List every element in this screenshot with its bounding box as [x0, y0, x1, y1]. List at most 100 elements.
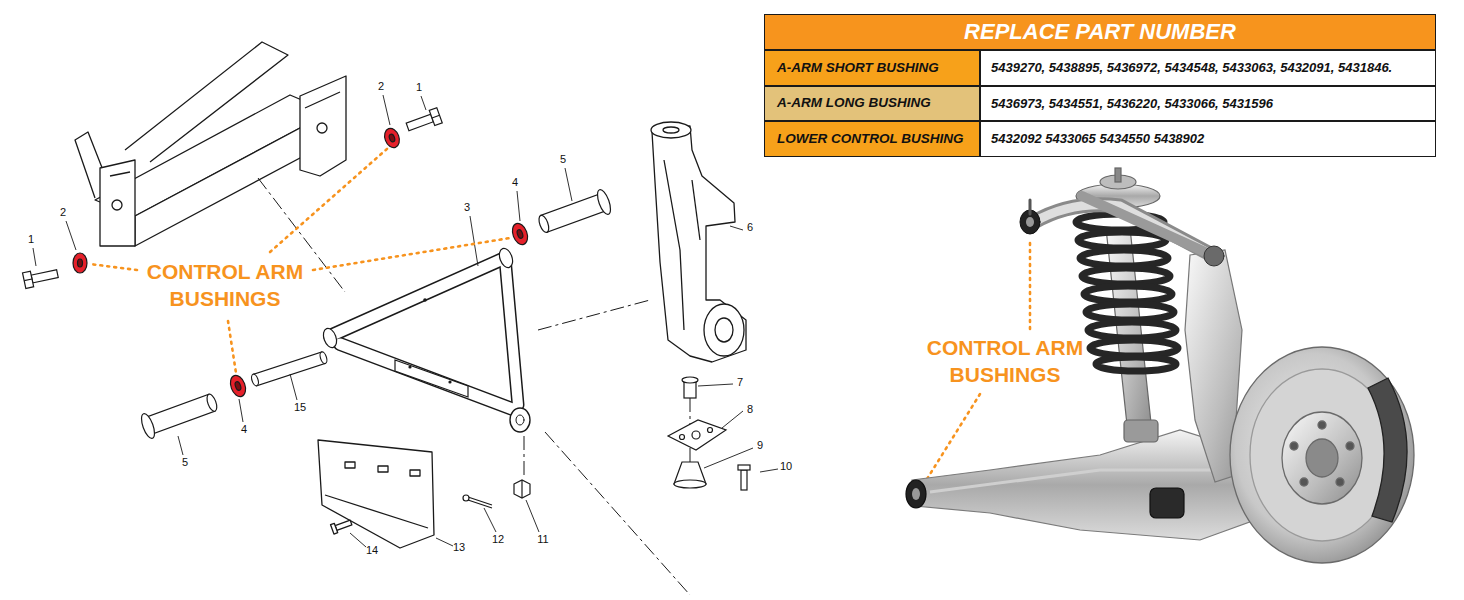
dash-dot-centerline — [258, 178, 690, 595]
callout-number: 12 — [486, 533, 510, 546]
a-arm — [340, 344, 515, 410]
cell-text: 5436973, 5434551, 5436220, 5433066, 5431… — [991, 96, 1273, 112]
callout-leader — [698, 384, 733, 386]
table-row-head: A-ARM LONG BUSHING — [764, 86, 980, 121]
frame-crossmember — [75, 42, 346, 246]
splash-shield — [378, 466, 388, 472]
orange-leader — [313, 238, 510, 270]
brake-rotor — [1300, 478, 1308, 486]
bushing — [510, 221, 531, 246]
strut — [1115, 168, 1121, 182]
bolt — [429, 108, 442, 126]
table-header: REPLACE PART NUMBER — [764, 14, 1436, 50]
splash-shield — [331, 518, 353, 534]
splash-shield — [335, 520, 352, 530]
washer — [382, 126, 402, 150]
a-arm — [423, 298, 427, 302]
orange-leader — [1029, 240, 1032, 329]
a-arm — [497, 247, 515, 270]
callout-leader — [33, 95, 778, 547]
callout-number: 5 — [173, 456, 197, 469]
ball-joint-parts — [468, 497, 492, 508]
callout-number: 7 — [728, 376, 752, 389]
callout-leader — [436, 538, 453, 546]
steering-knuckle — [664, 160, 684, 330]
lower-control-arm — [1150, 488, 1184, 518]
steering-knuckle — [651, 122, 746, 362]
ball-joint-parts — [521, 480, 522, 498]
callout-number: 13 — [447, 541, 471, 554]
frame-crossmember — [100, 160, 135, 246]
bolt — [31, 270, 58, 283]
frame-crossmember — [112, 200, 122, 210]
callout-leader — [565, 168, 572, 201]
callout-number: 2 — [51, 206, 75, 219]
frame-crossmember — [110, 172, 130, 176]
a-arm — [408, 365, 411, 368]
callout-leader — [760, 469, 778, 472]
brake-rotor — [1318, 421, 1326, 429]
orange-leader — [228, 321, 236, 373]
lower-control-arm — [906, 480, 926, 508]
brake-rotor — [1336, 478, 1344, 486]
orange-leader — [90, 264, 137, 270]
callout-leader — [178, 436, 183, 455]
ball-joint-parts — [708, 428, 713, 433]
splash-shield — [331, 523, 338, 534]
callout-number: 1 — [19, 233, 43, 246]
frame-crossmember — [317, 123, 327, 133]
callout-number: 1 — [407, 81, 431, 94]
a-arm — [516, 415, 524, 425]
sleeve — [253, 352, 325, 386]
upper-control-arm — [1204, 246, 1224, 266]
bolt — [23, 271, 34, 288]
callout-leader — [383, 95, 390, 125]
table-row-head: LOWER CONTROL BUSHING — [764, 121, 980, 157]
callout-leader — [421, 96, 426, 110]
ball-joint-parts — [741, 470, 747, 490]
callout-leader — [517, 191, 520, 221]
callout-number: 5 — [551, 153, 575, 166]
sleeve — [139, 412, 157, 440]
callout-label: CONTROL ARM BUSHINGS — [920, 334, 1090, 389]
callout-number: 15 — [288, 401, 312, 414]
cell-text: 5432092 5433065 5434550 5438902 — [991, 131, 1204, 147]
callout-leader — [722, 411, 743, 428]
table-row-head: A-ARM SHORT BUSHING — [764, 50, 980, 86]
washer — [78, 259, 83, 267]
lower-control-arm — [930, 470, 1230, 492]
ball-joint-parts — [738, 465, 750, 490]
upper-control-arm — [1026, 217, 1034, 227]
table-cell: 5432092 5433065 5434550 5438902 — [980, 121, 1436, 157]
sleeve — [139, 389, 220, 440]
steering-knuckle — [704, 304, 744, 356]
steering-knuckle — [651, 122, 691, 138]
cell-text: REPLACE PART NUMBER — [964, 19, 1236, 45]
steering-knuckle — [663, 127, 679, 133]
callout-number: 11 — [531, 533, 555, 546]
coil-spring — [1086, 304, 1174, 320]
upper-control-arm — [1082, 196, 1214, 256]
splash-shield — [318, 440, 434, 548]
callout-label: CONTROL ARM BUSHINGS — [140, 258, 310, 313]
ball-joint-parts — [738, 465, 750, 470]
steering-knuckle — [692, 180, 700, 240]
steering-knuckle — [652, 126, 746, 362]
bolt — [24, 279, 32, 281]
bushing — [228, 373, 249, 398]
bolt — [23, 266, 60, 289]
ball-joint-parts — [463, 495, 469, 501]
a-arm — [510, 408, 530, 432]
callout-number: 4 — [503, 176, 527, 189]
a-arm — [505, 258, 518, 405]
bolt — [406, 114, 433, 130]
callout-number: 2 — [369, 80, 393, 93]
sleeve — [145, 394, 215, 434]
bolt — [432, 115, 440, 118]
brake-rotor — [1368, 378, 1407, 522]
callout-number: 10 — [774, 460, 798, 473]
cell-text: 5439270, 5438895, 5436972, 5434548, 5433… — [991, 60, 1392, 76]
a-arm — [448, 380, 451, 383]
callout-number: 14 — [360, 544, 384, 557]
cell-text: LOWER CONTROL BUSHING — [777, 131, 964, 147]
